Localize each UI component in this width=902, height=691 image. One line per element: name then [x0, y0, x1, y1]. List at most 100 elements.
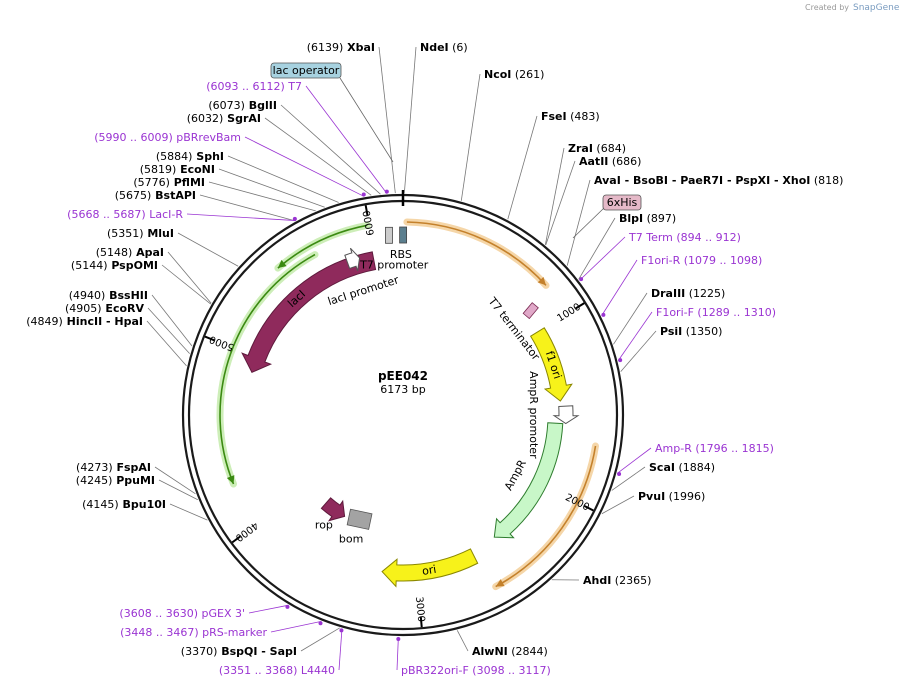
- tick-mark: [231, 535, 241, 544]
- site-label-psii: PsiI (1350): [660, 325, 722, 338]
- feature-laci-promoter: [344, 247, 361, 272]
- tick-label: 6000: [362, 209, 377, 236]
- site-position: (6032): [187, 112, 224, 125]
- site-name: FspAI: [113, 461, 151, 474]
- site-leader: [545, 160, 576, 246]
- primer-mark: [579, 277, 584, 282]
- site-leader: [378, 46, 396, 194]
- boxed-label-6xhis: [602, 194, 642, 211]
- site-name: - SapI: [257, 645, 297, 658]
- feature-ampr-promoter: [552, 405, 580, 425]
- tick-mark: [419, 617, 423, 628]
- site-label-6093-6112: (6093 .. 6112) T7: [206, 80, 302, 93]
- site-position: (6093 .. 6112): [206, 80, 285, 93]
- site-position: (1996): [665, 490, 705, 503]
- site-leader: [544, 147, 565, 245]
- boxed-label-6xhis-text: 6xHis: [607, 196, 638, 209]
- tick-label: 3000: [413, 596, 426, 622]
- tick-mark: [364, 205, 369, 216]
- site-leader-lines: [146, 46, 657, 671]
- site-label-aatii: AatII (686): [579, 155, 641, 168]
- site-label-fsei: FseI (483): [541, 110, 600, 123]
- site-name: PpuMI: [112, 474, 155, 487]
- site-name: SphI: [192, 150, 224, 163]
- site-label-ecorv: (4905) EcoRV: [65, 302, 144, 315]
- snapgene-credit: Created by SnapGene: [805, 3, 900, 13]
- site-leader: [507, 115, 538, 220]
- site-label-f1ori-f: F1ori-F (1289 .. 1310): [656, 306, 776, 319]
- site-name: ApaI: [132, 246, 164, 259]
- site-position: (1225): [685, 287, 725, 300]
- primer-mark: [601, 312, 606, 317]
- site-name: F1ori-F: [656, 306, 694, 319]
- site-position: (1289 .. 1310): [694, 306, 776, 319]
- site-name: ZraI: [568, 142, 593, 155]
- site-name: BspQI: [217, 645, 257, 658]
- site-name: EcoRV: [102, 302, 145, 315]
- annotation-arc-head: [537, 276, 547, 286]
- site-label-bstapi: (5675) BstAPI: [115, 189, 196, 202]
- site-position: (4940): [69, 289, 106, 302]
- site-name: XbaI: [343, 41, 375, 54]
- site-label-blpi: BlpI (897): [619, 212, 676, 225]
- tick-mark: [584, 505, 594, 512]
- site-label-3351-3368: (3351 .. 3368) L4440: [219, 664, 335, 677]
- site-position: (5668 .. 5687): [67, 208, 146, 221]
- feature-bom: [346, 508, 373, 530]
- lac-operator-leader: [339, 77, 394, 163]
- tick-label: 5000: [208, 333, 236, 353]
- tick-label: 1000: [555, 302, 582, 325]
- site-leader: [186, 213, 296, 221]
- primer-mark: [292, 216, 297, 221]
- credit-brand: SnapGene: [853, 3, 900, 13]
- site-label-hincii: (4849) HincII - HpaI: [26, 315, 143, 328]
- site-leader: [270, 621, 322, 633]
- site-leader: [158, 479, 198, 501]
- site-label-sphi: (5884) SphI: [156, 150, 224, 163]
- site-label-pflmi: (5776) PflMI: [133, 176, 205, 189]
- site-position: (5148): [96, 246, 133, 259]
- annotation-arcs: [216, 218, 599, 591]
- site-label-sgrai: (6032) SgrAI: [187, 112, 261, 125]
- site-leader: [601, 495, 635, 515]
- site-name: BlpI: [619, 212, 643, 225]
- site-label-zrai: ZraI (684): [568, 142, 626, 155]
- site-label-t7-term: T7 Term (894 .. 912): [628, 231, 741, 244]
- annotation-arc-head: [495, 579, 505, 587]
- feature-ampr-promoter-label: AmpR promoter: [527, 371, 540, 459]
- site-name: MluI: [144, 227, 174, 240]
- site-leader: [208, 181, 316, 212]
- site-leader: [169, 503, 208, 521]
- tick-label: 4000: [233, 519, 260, 543]
- site-name: PspOMI: [107, 259, 158, 272]
- site-leader: [227, 155, 339, 203]
- primer-mark: [617, 471, 622, 476]
- site-leader: [264, 117, 372, 196]
- site-label-fspai: (4273) FspAI: [76, 461, 151, 474]
- site-leader: [611, 466, 646, 491]
- site-label-ndei: NdeI (6): [420, 41, 468, 54]
- site-name: pBRrevBam: [173, 131, 241, 144]
- site-name: BstAPI: [151, 189, 196, 202]
- site-name: PvuI: [638, 490, 665, 503]
- site-label-bspqi: (3370) BspQI - SapI: [181, 645, 297, 658]
- site-leader: [280, 104, 381, 195]
- site-name: pGEX 3': [198, 607, 245, 620]
- site-leader: [338, 628, 343, 671]
- annotation-arc: [277, 224, 368, 269]
- site-name: SgrAI: [223, 112, 261, 125]
- site-label-bsshii: (4940) BssHII: [69, 289, 148, 302]
- annotation-arc-head: [226, 475, 235, 484]
- site-name: Bpu10I: [119, 498, 166, 511]
- site-name: - PspXI: [723, 174, 770, 187]
- site-label-ahdi: AhdI (2365): [583, 574, 651, 587]
- site-leader: [161, 264, 211, 305]
- site-label-draiii: DraIII (1225): [651, 287, 725, 300]
- site-leader: [154, 466, 196, 495]
- site-label-3608-3630: (3608 .. 3630) pGEX 3': [119, 607, 245, 620]
- site-position: (686): [608, 155, 641, 168]
- site-name: AatII: [579, 155, 608, 168]
